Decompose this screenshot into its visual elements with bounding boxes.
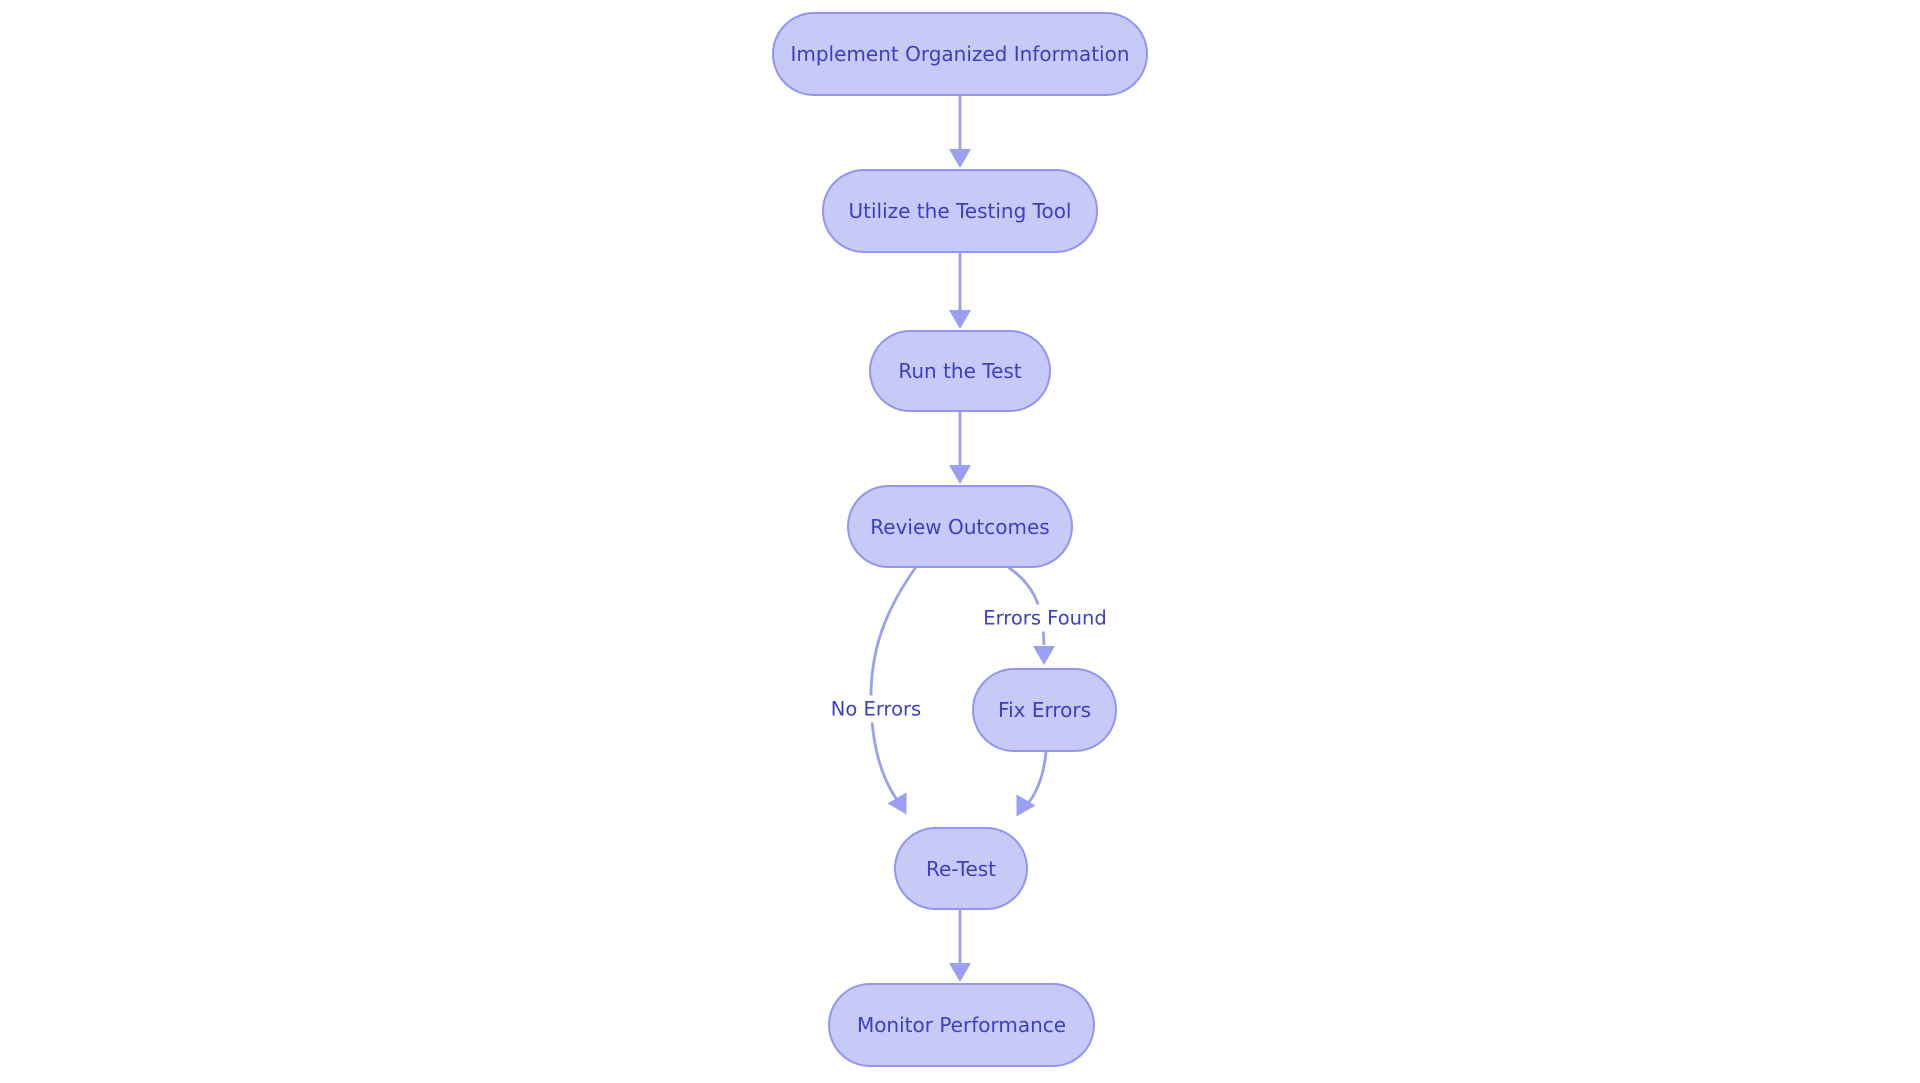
node-review-outcomes: Review Outcomes	[847, 485, 1073, 568]
edge-implement-to-utilize	[949, 96, 971, 168]
node-re-test: Re-Test	[894, 827, 1028, 910]
edge-label-errors-found: Errors Found	[978, 604, 1112, 632]
node-fix-errors: Fix Errors	[972, 668, 1117, 752]
edge-fix-to-retest	[1016, 751, 1048, 817]
node-utilize-the-testing-tool: Utilize the Testing Tool	[822, 169, 1098, 253]
edge-retest-to-monitor	[949, 910, 971, 982]
edge-review-to-retest	[869, 566, 918, 815]
edge-review-to-fix	[1007, 565, 1055, 665]
node-run-the-test: Run the Test	[869, 330, 1051, 412]
edge-run-to-review	[949, 412, 971, 484]
edge-utilize-to-run	[949, 253, 971, 329]
edge-label-no-errors: No Errors	[825, 695, 927, 723]
node-implement-organized-information: Implement Organized Information	[772, 12, 1148, 96]
node-monitor-performance: Monitor Performance	[828, 983, 1095, 1067]
